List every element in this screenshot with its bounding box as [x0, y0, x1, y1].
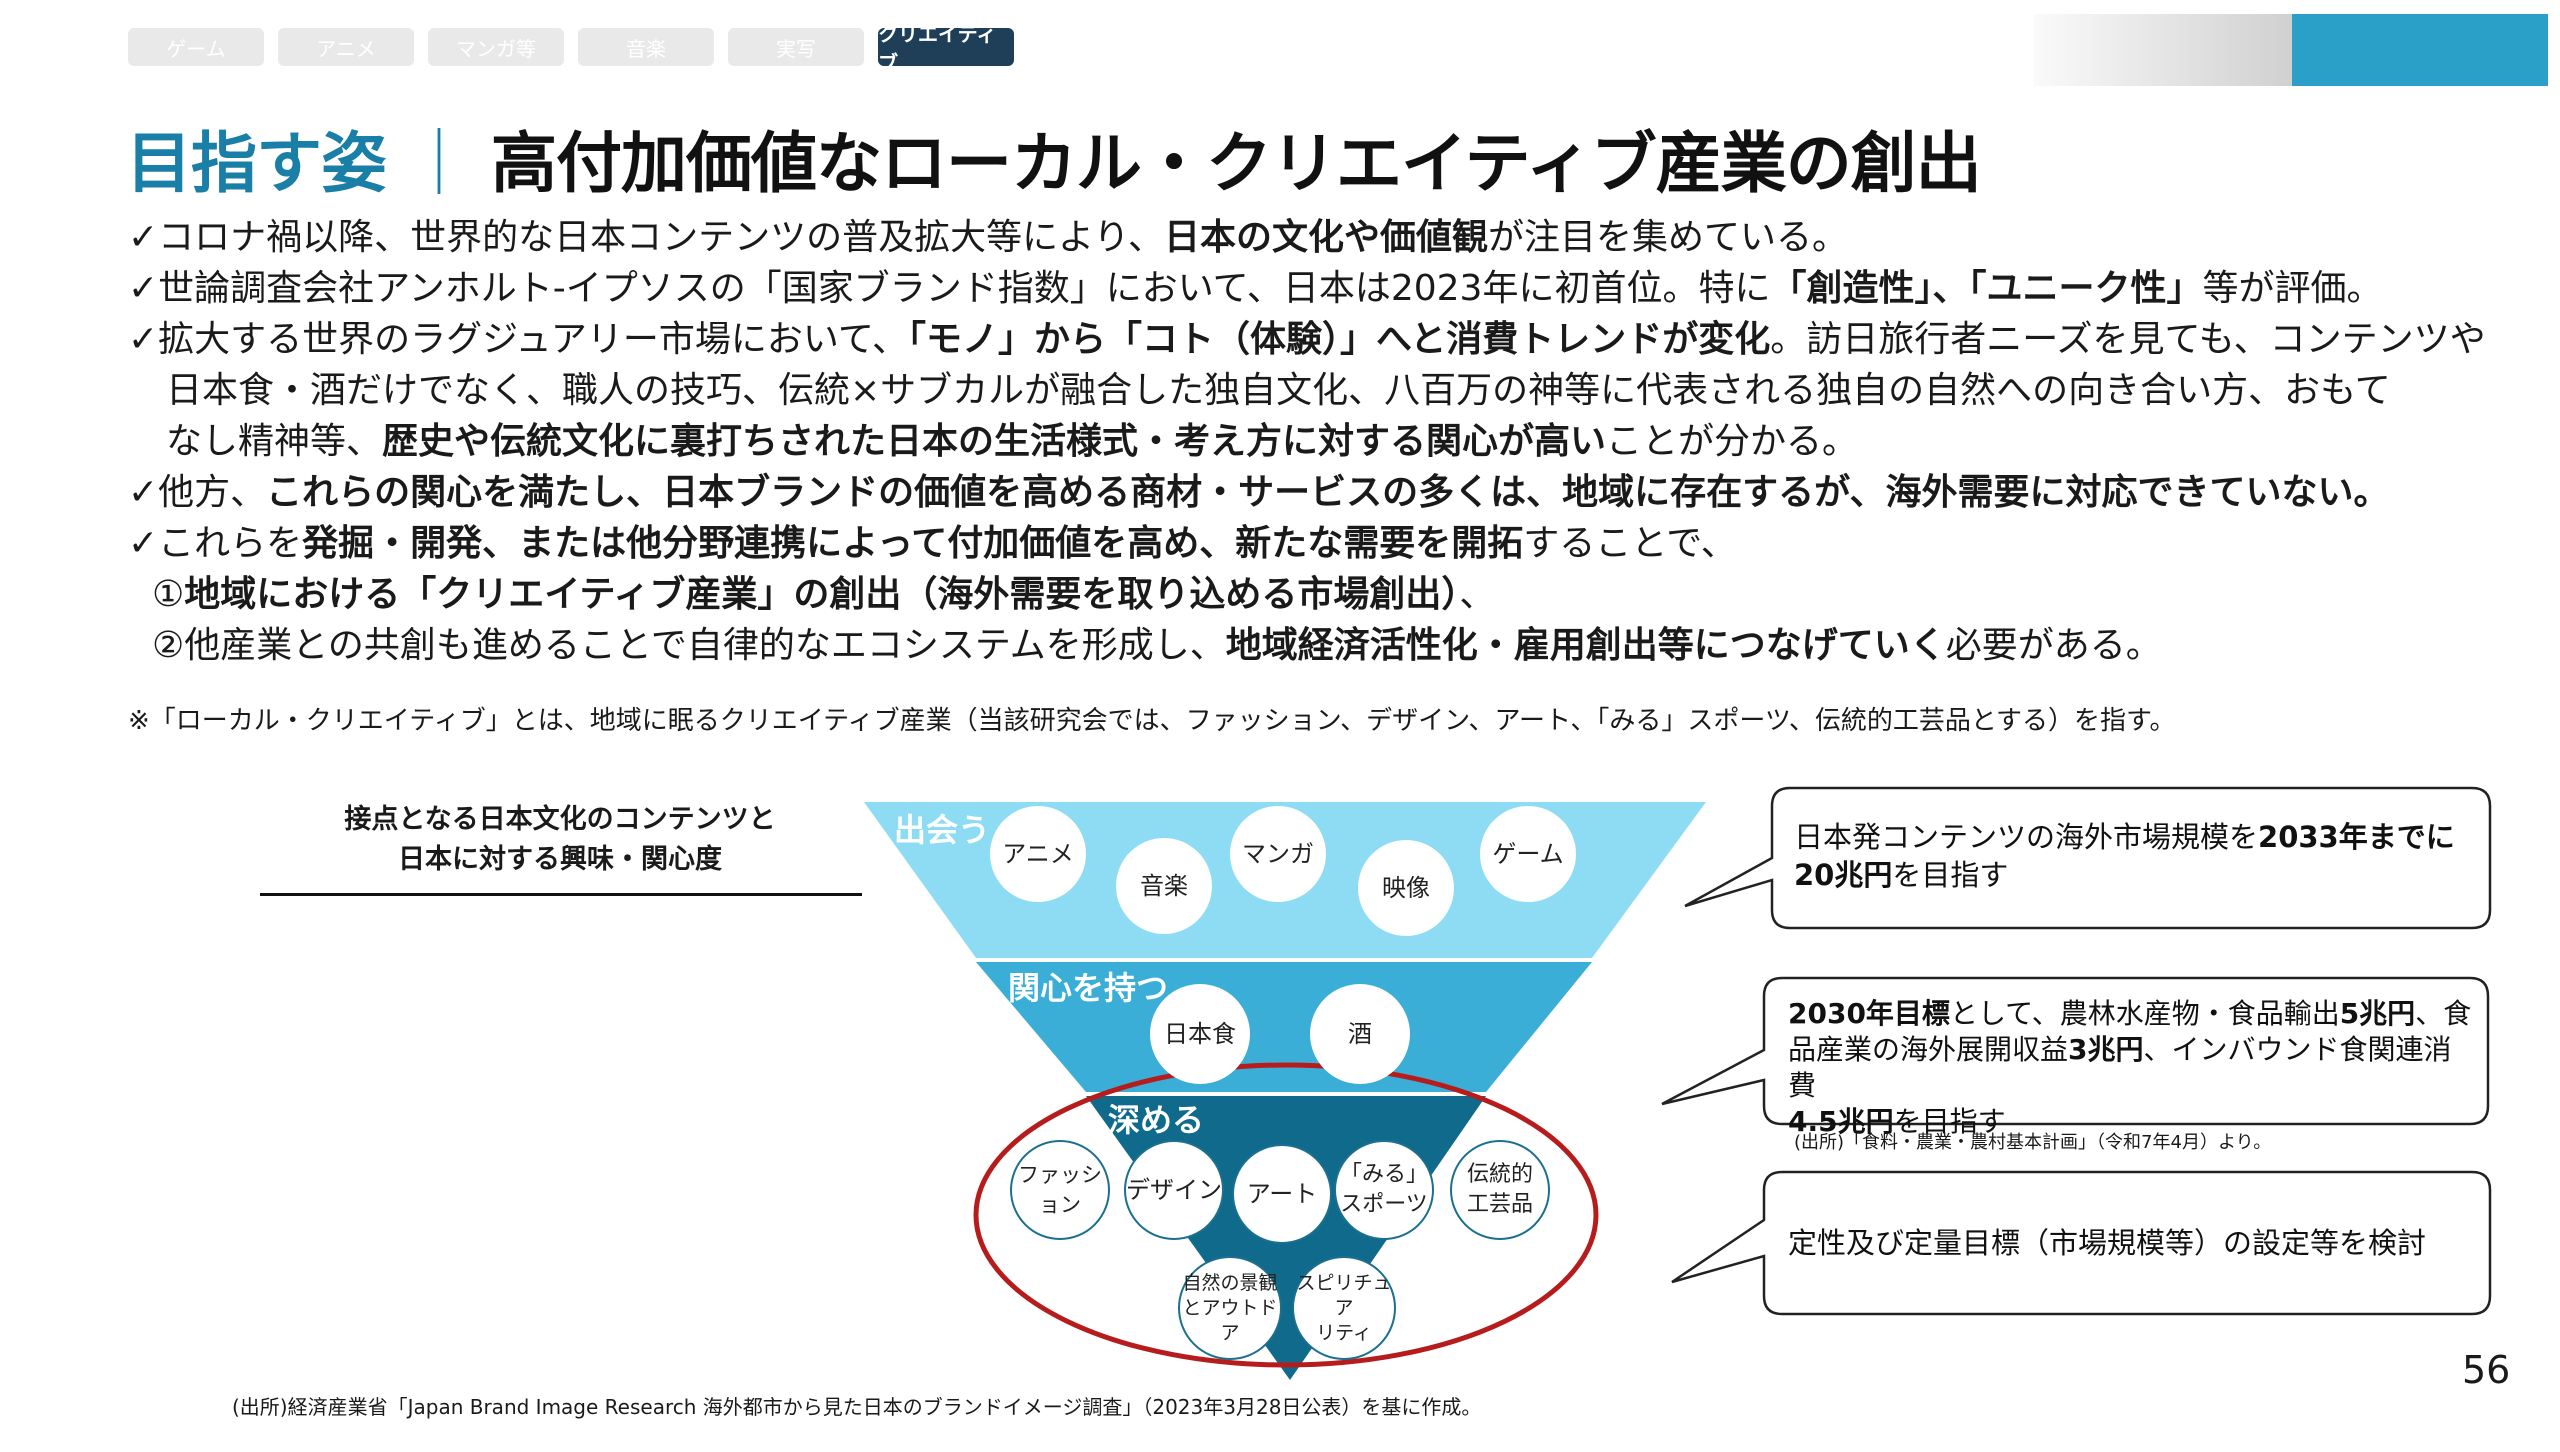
callout-2-source: (出所)「食料・農業・農村基本計画」（令和7年4月）より。	[1794, 1132, 2272, 1153]
highlight-ellipse	[973, 1062, 1599, 1368]
circle-fashion: ファッション	[1010, 1140, 1110, 1240]
callout-1-box	[1684, 786, 2492, 930]
funnel-side-label: 接点となる日本文化のコンテンツと 日本に対する興味・関心度	[344, 804, 776, 875]
body-line-8: ①地域における「クリエイティブ産業」の創出（海外需要を取り込める市場創出）、	[152, 574, 1496, 615]
title-main: 高付加価値なローカル・クリエイティブ産業の創出	[491, 125, 1982, 202]
circle-art: アート	[1232, 1144, 1332, 1244]
body-line-5: なし精神等、歴史や伝統文化に裏打ちされた日本の生活様式・考え方に対する関心が高い…	[166, 421, 1859, 462]
tab-game[interactable]: ゲーム	[128, 28, 264, 66]
circle-game: ゲーム	[1480, 806, 1576, 902]
definition-note: ※「ローカル・クリエイティブ」とは、地域に眠るクリエイティブ産業（当該研究会では…	[128, 706, 2176, 736]
circle-traditional-crafts: 伝統的工芸品	[1450, 1140, 1550, 1240]
circle-design: デザイン	[1124, 1140, 1224, 1240]
source-note: (出所)経済産業省「Japan Brand Image Research 海外都…	[232, 1395, 1482, 1419]
body-line-3: ✓拡大する世界のラグジュアリー市場において、「モノ」から「コト（体験）」へと消費…	[128, 319, 2486, 360]
tab-anime[interactable]: アニメ	[278, 28, 414, 66]
body-line-2: ✓世論調査会社アンホルト-イプソスの「国家ブランド指数」において、日本は2023…	[128, 268, 2383, 309]
circle-nature-outdoor: 自然の景観とアウトドア	[1178, 1256, 1282, 1360]
page-number: 56	[2462, 1348, 2511, 1392]
body-line-7: ✓これらを発掘・開発、または他分野連携によって付加価値を高め、新たな需要を開拓す…	[128, 523, 1737, 564]
body-line-9: ②他産業との共創も進めることで自律的なエコシステムを形成し、地域経済活性化・雇用…	[152, 625, 2162, 666]
tab-creative[interactable]: クリエイティブ	[878, 22, 1014, 75]
body-line-4: 日本食・酒だけでなく、職人の技巧、伝統×サブカルが融合した独自文化、八百万の神等…	[166, 370, 2391, 411]
tab-music[interactable]: 音楽	[578, 28, 714, 66]
circle-spirituality: スピリチュアリティ	[1292, 1256, 1396, 1360]
tab-manga[interactable]: マンガ等	[428, 28, 564, 66]
tier-2-label: 関心を持つ	[1008, 969, 1169, 1007]
circle-spectator-sports: 「みる」スポーツ	[1334, 1140, 1434, 1240]
body-text: ✓コロナ禍以降、世界的な日本コンテンツの普及拡大等により、日本の文化や価値観が注…	[128, 212, 2508, 671]
circle-video: 映像	[1358, 840, 1454, 936]
tier-3-label: 深める	[1108, 1101, 1205, 1139]
corner-accent-bar	[2292, 14, 2548, 86]
tier-1-label: 出会う	[894, 811, 991, 849]
tab-live-action[interactable]: 実写	[728, 28, 864, 66]
circle-music: 音楽	[1116, 838, 1212, 934]
page-title: 目指す姿｜高付加価値なローカル・クリエイティブ産業の創出	[126, 110, 1982, 206]
title-separator: ｜	[406, 125, 472, 202]
callout-3-text: 定性及び定量目標（市場規模等）の設定等を検討	[1788, 1226, 2427, 1260]
callout-2-box	[1661, 976, 2490, 1126]
circle-japanese-food: 日本食	[1150, 984, 1250, 1084]
circle-manga: マンガ	[1230, 806, 1326, 902]
circle-sake: 酒	[1310, 984, 1410, 1084]
circle-anime: アニメ	[990, 806, 1086, 902]
body-line-1: ✓コロナ禍以降、世界的な日本コンテンツの普及拡大等により、日本の文化や価値観が注…	[128, 217, 1849, 258]
funnel-tier-2	[976, 962, 1592, 1092]
corner-gradient-bar	[2034, 14, 2294, 86]
callout-2-text: 2030年目標として、農林水産物・食品輸出5兆円、食品産業の海外展開収益3兆円、…	[1788, 997, 2472, 1138]
funnel-side-underline	[260, 893, 862, 896]
callout-3-box	[1671, 1170, 2492, 1316]
category-tabs: ゲーム アニメ マンガ等 音楽 実写 クリエイティブ	[128, 22, 1014, 75]
body-line-6: ✓他方、これらの関心を満たし、日本ブランドの価値を高める商材・サービスの多くは、…	[128, 472, 2390, 513]
title-lead: 目指す姿	[126, 125, 387, 202]
